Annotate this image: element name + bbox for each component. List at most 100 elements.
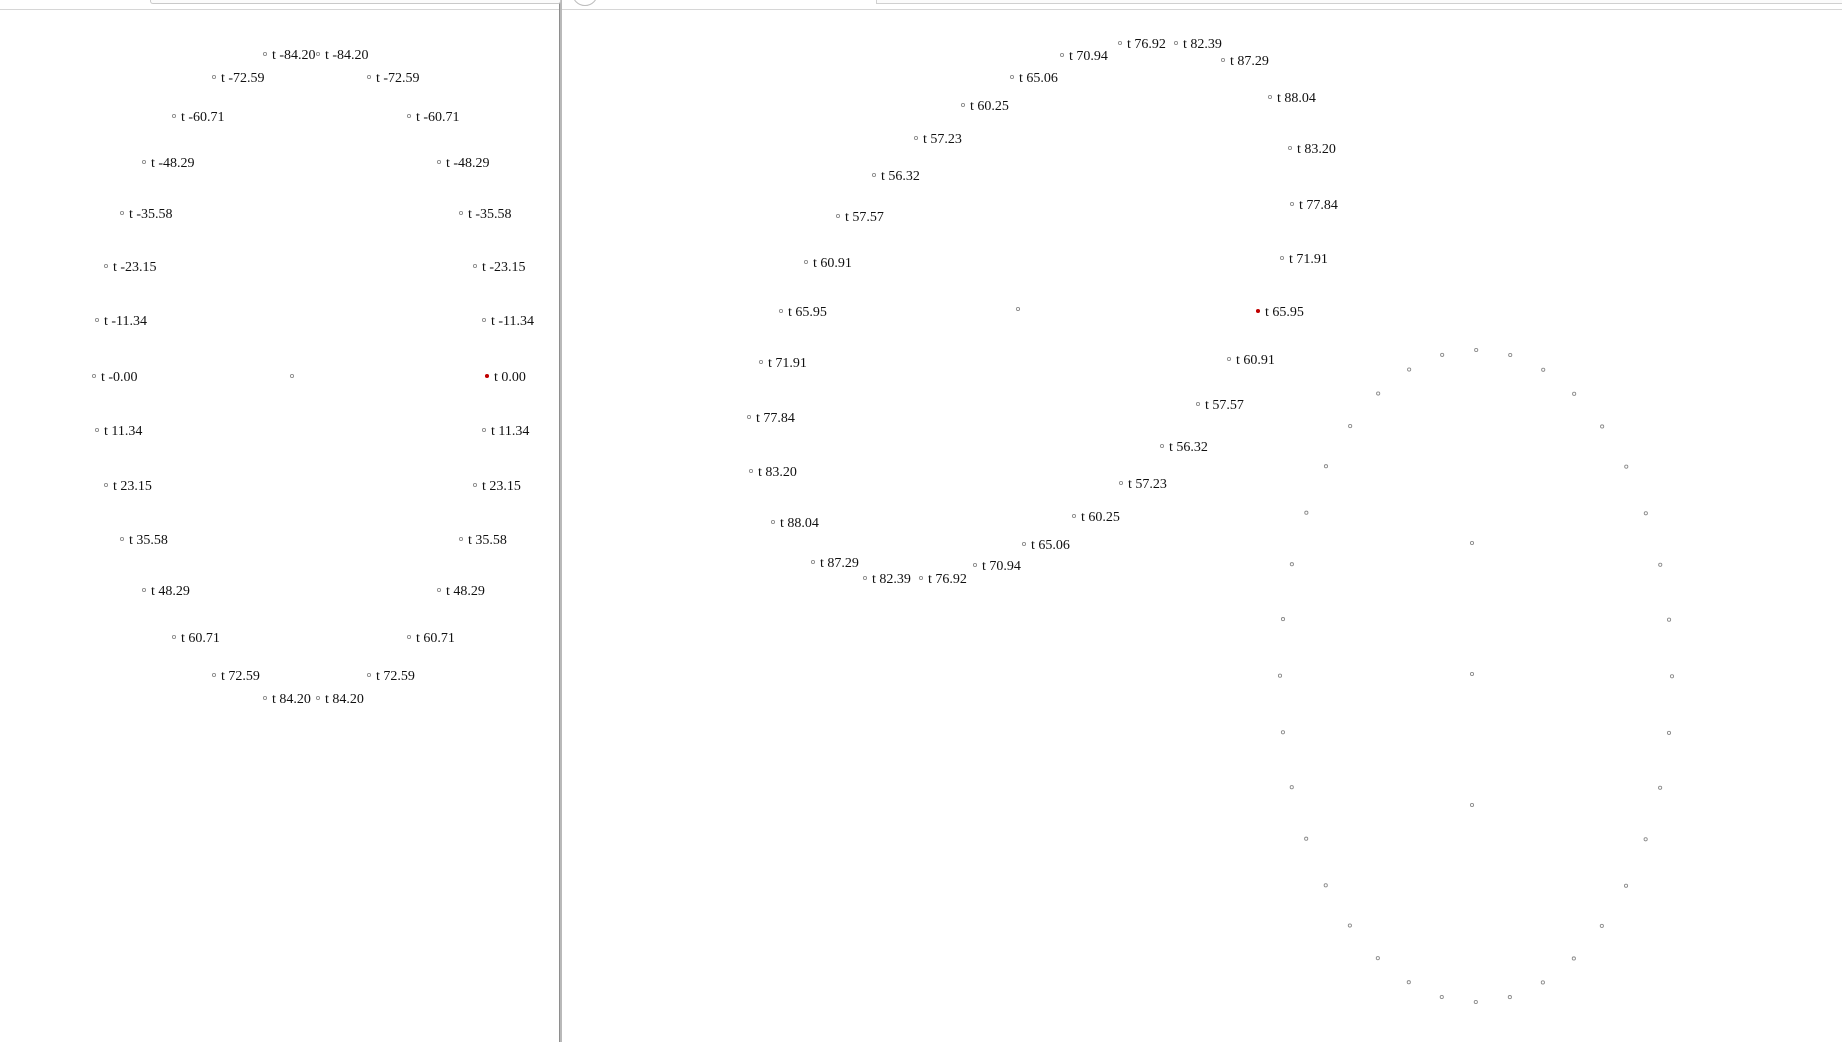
point-label: t 0.00 [494, 370, 526, 385]
unlabeled-point-marker [1507, 995, 1512, 1000]
point-label: t 76.92 [928, 572, 967, 587]
unlabeled-point-marker [1289, 785, 1294, 790]
point-label: t -72.59 [221, 71, 265, 86]
point-label: t -11.34 [104, 314, 147, 329]
unlabeled-point-marker [1304, 510, 1309, 515]
point-marker [1059, 52, 1065, 58]
unlabeled-point-marker [1643, 511, 1648, 516]
unlabeled-point-marker [1289, 562, 1294, 567]
point-marker [960, 102, 966, 108]
point-label: t 71.91 [1289, 252, 1328, 267]
point-marker [913, 135, 919, 141]
unlabeled-center-marker [1469, 802, 1475, 808]
point-marker [758, 359, 764, 365]
point-label: t 60.71 [416, 631, 455, 646]
unlabeled-point-marker [1280, 617, 1286, 622]
right-address-field[interactable] [876, 0, 1842, 4]
point-marker [481, 317, 487, 323]
point-label: t -23.15 [113, 260, 157, 275]
point-marker [141, 159, 147, 165]
unlabeled-point-marker [1658, 785, 1663, 790]
point-marker [1159, 443, 1165, 449]
point-label: t 57.23 [1128, 477, 1167, 492]
center-point-marker [1015, 306, 1021, 312]
point-label: t 87.29 [1230, 54, 1269, 69]
unlabeled-point-marker [1440, 352, 1445, 357]
point-label: t 65.95 [788, 305, 827, 320]
unlabeled-point-marker [1277, 673, 1283, 678]
unlabeled-point-marker [1623, 883, 1629, 888]
unlabeled-point-marker [1600, 424, 1605, 429]
point-label: t 48.29 [151, 584, 190, 599]
point-marker [94, 317, 100, 323]
point-marker [862, 575, 868, 581]
point-marker [472, 482, 478, 488]
unlabeled-point-marker [1667, 617, 1672, 622]
unlabeled-point-marker [1571, 956, 1576, 961]
point-label: t 48.29 [446, 584, 485, 599]
point-label: t -72.59 [376, 71, 420, 86]
point-marker [262, 51, 268, 57]
unlabeled-point-marker [1658, 562, 1663, 567]
left-top-bar [0, 0, 561, 10]
point-marker [1279, 255, 1285, 261]
point-marker [315, 695, 321, 701]
unlabeled-point-marker [1666, 730, 1672, 735]
point-label: t -0.00 [101, 370, 138, 385]
point-label: t 60.91 [1236, 353, 1275, 368]
point-label: t 60.71 [181, 631, 220, 646]
point-marker [103, 263, 109, 269]
point-label: t 70.94 [982, 559, 1021, 574]
point-label: t 71.91 [768, 356, 807, 371]
unlabeled-point-marker [1572, 391, 1577, 396]
point-label: t 11.34 [104, 424, 142, 439]
point-label: t 77.84 [756, 411, 795, 426]
unlabeled-point-marker [1323, 883, 1328, 888]
point-marker [436, 159, 442, 165]
point-label: t 82.39 [1183, 37, 1222, 52]
point-label: t -60.71 [416, 110, 460, 125]
point-label: t 87.29 [820, 556, 859, 571]
point-label: t 84.20 [272, 692, 311, 707]
point-marker [262, 695, 268, 701]
unlabeled-point-marker [1474, 347, 1479, 353]
point-marker [211, 74, 217, 80]
point-label: t 57.57 [1205, 398, 1244, 413]
point-marker [1071, 513, 1077, 519]
point-marker [103, 482, 109, 488]
point-marker [972, 562, 978, 568]
point-marker [770, 519, 776, 525]
round-button[interactable] [572, 0, 598, 6]
point-label: t 82.39 [872, 572, 911, 587]
point-marker [119, 210, 125, 216]
highlighted-point-marker [484, 373, 490, 379]
left-address-field[interactable] [150, 0, 561, 4]
point-marker [835, 213, 841, 219]
point-marker [1220, 57, 1226, 63]
unlabeled-point-marker [1541, 367, 1546, 372]
point-marker [1287, 145, 1293, 151]
point-marker [406, 113, 412, 119]
point-marker [1289, 201, 1295, 207]
point-label: t 88.04 [1277, 91, 1316, 106]
unlabeled-point-marker [1439, 994, 1444, 1000]
point-marker [91, 373, 97, 379]
point-label: t 57.23 [923, 132, 962, 147]
pane-divider[interactable] [559, 0, 563, 1042]
point-marker [1021, 541, 1027, 547]
point-marker [1009, 74, 1015, 80]
point-label: t 56.32 [1169, 440, 1208, 455]
point-label: t 83.20 [1297, 142, 1336, 157]
point-label: t 23.15 [482, 479, 521, 494]
point-marker [1226, 356, 1232, 362]
point-marker [810, 559, 816, 565]
point-marker [1267, 94, 1273, 100]
point-marker [458, 210, 464, 216]
point-label: t 65.95 [1265, 305, 1304, 320]
point-marker [458, 536, 464, 542]
unlabeled-center-marker [1469, 671, 1475, 677]
unlabeled-point-marker [1508, 352, 1513, 358]
unlabeled-point-marker [1406, 980, 1411, 985]
